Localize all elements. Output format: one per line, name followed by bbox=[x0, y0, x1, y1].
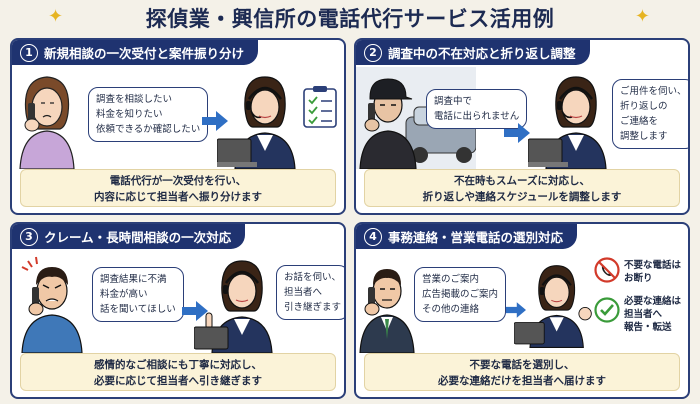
bubble-line: お話を伺い、 bbox=[284, 272, 342, 283]
panel-caption: 不在時もスムーズに対応し、 折り返しや連絡スケジュールを調整します bbox=[364, 169, 680, 207]
operator-headset-illustration bbox=[217, 76, 296, 169]
caller-speech-bubble: 調査を相談したい 料金を知りたい 依頼できるか確認したい bbox=[88, 87, 209, 142]
phone-declined-icon bbox=[594, 257, 620, 283]
bubble-line: 広告掲載のご案内 bbox=[422, 289, 499, 300]
panel-caption: 感情的なご相談にも丁寧に対応し、 必要に応じて担当者へ引き継ぎます bbox=[20, 353, 336, 391]
arrow-right-icon bbox=[504, 123, 530, 143]
page-title: 探偵業・興信所の電話代行サービス活用例 bbox=[145, 7, 555, 31]
arrow-right-icon bbox=[202, 111, 228, 131]
caption-line: 不在時もスムーズに対応し、 bbox=[454, 175, 590, 187]
clipboard-checklist-icon bbox=[303, 86, 337, 128]
panel-heading: 4 事務連絡・営業電話の選別対応 bbox=[356, 224, 578, 249]
bubble-line: 折り返しの bbox=[620, 101, 668, 112]
caption-line: 電話代行が一次受付を行い、 bbox=[109, 175, 247, 187]
panel-number: 1 bbox=[20, 43, 38, 62]
panel-caption: 不要な電話を選別し、 必要な連絡だけを担当者へ届けます bbox=[364, 353, 680, 391]
bubble-line: 調査結果に不満 bbox=[100, 274, 167, 285]
bubble-line: 調査を相談したい bbox=[96, 94, 173, 105]
note-line: 報告・転送 bbox=[624, 322, 672, 333]
bubble-line: 料金を知りたい bbox=[96, 109, 163, 120]
note-line: お断り bbox=[624, 273, 653, 284]
forward-note: 必要な連絡は 担当者へ 報告・転送 bbox=[624, 295, 681, 334]
panel-heading: 1 新規相談の一次受付と案件振り分け bbox=[12, 40, 259, 65]
panel-title: 新規相談の一次受付と案件振り分け bbox=[44, 46, 245, 61]
caption-line: 感情的なご相談にも丁寧に対応し、 bbox=[94, 359, 262, 371]
bubble-line: 話を聞いてほしい bbox=[100, 304, 176, 315]
panel-heading: 3 クレーム・長時間相談の一次対応 bbox=[12, 224, 246, 249]
caller-speech-bubble: 営業のご案内 広告掲載のご案内 その他の連絡 bbox=[414, 267, 507, 322]
panel-number: 2 bbox=[364, 43, 382, 62]
sparkle-icon: ✦ bbox=[634, 6, 650, 27]
bubble-line: 料金が高い bbox=[100, 289, 148, 300]
operator-headset-illustration bbox=[194, 260, 273, 353]
sparkle-icon: ✦ bbox=[48, 6, 64, 27]
caller-speech-bubble: 調査結果に不満 料金が高い 話を聞いてほしい bbox=[92, 267, 184, 322]
panel-caption: 電話代行が一次受付を行い、 内容に応じて担当者へ振り分けます bbox=[20, 169, 336, 207]
panel-heading: 2 調査中の不在対応と折り返し調整 bbox=[356, 40, 590, 65]
angry-caller-illustration bbox=[21, 256, 83, 353]
panel-title: 調査中の不在対応と折り返し調整 bbox=[388, 46, 576, 61]
bubble-line: 依頼できるか確認したい bbox=[96, 124, 201, 135]
caller-woman-illustration bbox=[19, 76, 75, 169]
panel-number: 4 bbox=[364, 227, 382, 246]
panel-title: クレーム・長時間相談の一次対応 bbox=[44, 230, 232, 245]
caption-line: 必要に応じて担当者へ引き継ぎます bbox=[94, 375, 262, 387]
operator-headset-illustration bbox=[514, 265, 592, 348]
operator-speech-bubble: お話を伺い、 担当者へ 引き継ぎます bbox=[276, 265, 344, 320]
note-line: 担当者へ bbox=[624, 309, 663, 320]
bubble-line: 電話に出られません bbox=[434, 111, 520, 122]
bubble-line: 営業のご案内 bbox=[422, 274, 480, 285]
bubble-line: ご用件を伺い、 bbox=[620, 86, 687, 97]
arrow-right-icon bbox=[506, 302, 526, 318]
checkmark-approved-icon bbox=[594, 297, 620, 323]
bubble-line: その他の連絡 bbox=[422, 304, 480, 315]
bubble-line: 調整します bbox=[620, 131, 668, 142]
arrow-right-icon bbox=[182, 301, 208, 321]
panel-number: 3 bbox=[20, 227, 38, 246]
operator-speech-bubble: ご用件を伺い、 折り返しの ご連絡を 調整します bbox=[612, 79, 688, 149]
caption-line: 不要な電話を選別し、 bbox=[469, 359, 575, 371]
panel-complaint-handling: 3 クレーム・長時間相談の一次対応 調査結果に不満 料金が高い 話を聞いてほしい bbox=[10, 222, 346, 399]
note-line: 不要な電話は bbox=[624, 260, 682, 271]
panel-title: 事務連絡・営業電話の選別対応 bbox=[388, 230, 564, 245]
businessman-caller-illustration bbox=[359, 269, 415, 353]
caption-line: 必要な連絡だけを担当者へ届けます bbox=[438, 375, 606, 387]
caption-line: 内容に応じて担当者へ振り分けます bbox=[94, 191, 262, 203]
bubble-line: 引き継ぎます bbox=[284, 302, 342, 313]
panel-absence-callback: 2 調査中の不在対応と折り返し調整 調査中で 電話に出られません bbox=[354, 38, 690, 215]
caption-line: 折り返しや連絡スケジュールを調整します bbox=[422, 191, 622, 203]
decline-note: 不要な電話は お断り bbox=[624, 259, 681, 285]
bubble-line: ご連絡を bbox=[620, 116, 659, 127]
panel-new-consultation: 1 新規相談の一次受付と案件振り分け 調査を相談したい 料金を知りたい 依頼でき… bbox=[10, 38, 346, 215]
operator-headset-illustration bbox=[528, 76, 607, 169]
note-line: 必要な連絡は bbox=[624, 296, 682, 307]
bubble-line: 担当者へ bbox=[284, 287, 323, 298]
bubble-line: 調査中で bbox=[434, 96, 473, 107]
caller-speech-bubble: 調査中で 電話に出られません bbox=[426, 89, 528, 129]
panel-call-screening: 4 事務連絡・営業電話の選別対応 営業のご案内 広告掲載のご案内 その他の連絡 bbox=[354, 222, 690, 399]
